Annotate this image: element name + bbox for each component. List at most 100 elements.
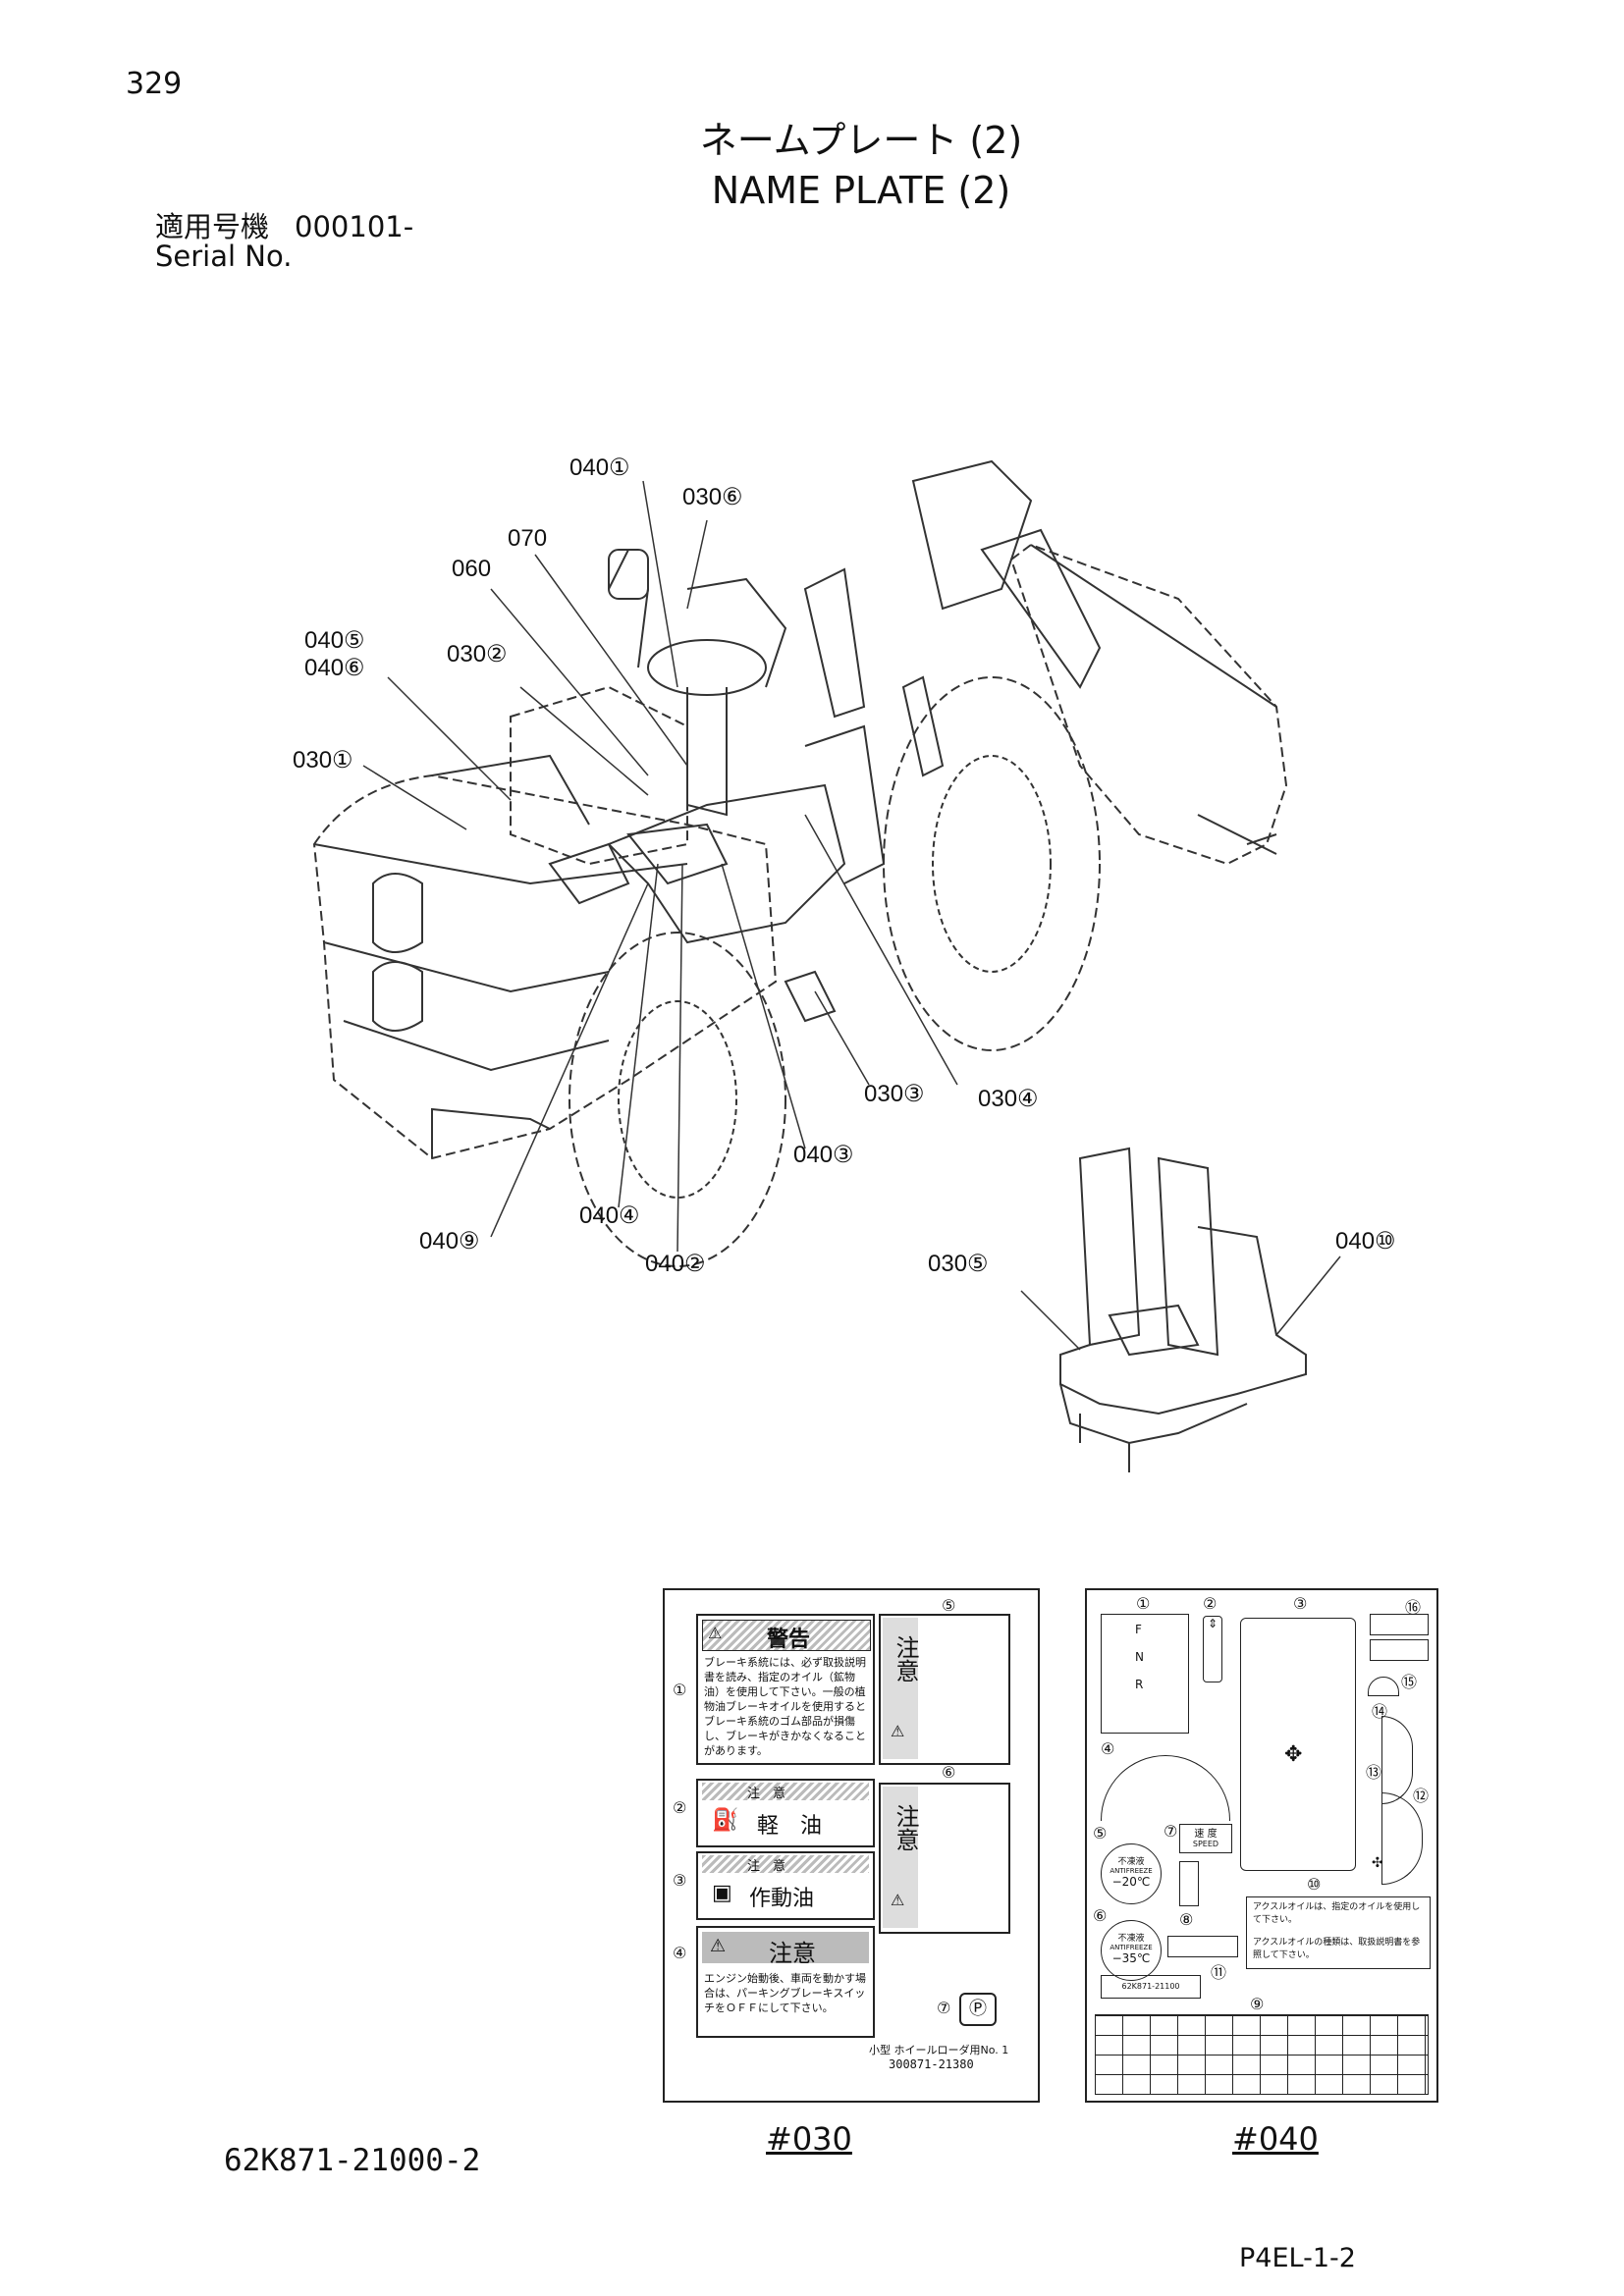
arc-decal-12 <box>1381 1792 1423 1885</box>
callout-030-3: 030③ <box>864 1081 925 1107</box>
caution-vertical-5: 注意 <box>892 1635 919 1682</box>
front-wheel <box>568 932 786 1267</box>
hydraulic-oil-label: 作動油 <box>749 1887 815 1911</box>
callout-060: 060 <box>452 556 492 582</box>
antifreeze-35-decal: 不凍液 ANTIFREEZE −35℃ <box>1101 1920 1162 1981</box>
loader-bucket <box>911 459 1288 866</box>
maintenance-table <box>1095 2014 1429 2095</box>
parking-brake-decal: ⚠ 注意 エンジン始動後、車両を動かす場合は、パーキングブレーキスイッチをＯＦＦ… <box>696 1926 875 2038</box>
maker-line: 小型 ホイールローダ用No. 1 <box>869 2044 1009 2056</box>
switch-decal-16b <box>1370 1639 1429 1661</box>
joystick-decal: ✥ <box>1240 1618 1356 1871</box>
hydraulic-oil-decal: 注 意 ▣ 作動油 <box>696 1851 875 1920</box>
throttle-gauge-decal <box>1101 1755 1230 1821</box>
num-040-1: ① <box>1136 1594 1151 1613</box>
fuel-caution-label: 注 意 <box>747 1787 786 1801</box>
callout-030-2: 030② <box>447 641 508 667</box>
num-030-2: ② <box>673 1798 687 1817</box>
num-040-5: ⑤ <box>1093 1824 1108 1842</box>
caution-decal-5: 注意 ⚠ <box>879 1614 1010 1765</box>
gear-f: F <box>1135 1623 1142 1636</box>
callout-030-6: 030⑥ <box>682 484 743 510</box>
antifreeze-en-1: ANTIFREEZE <box>1110 1867 1153 1875</box>
part-number-040: 62K871-21100 <box>1101 1975 1201 1999</box>
lever-arrows-icon: ⇕ <box>1203 1616 1222 1682</box>
num-030-1: ① <box>673 1681 687 1699</box>
callout-070: 070 <box>508 525 548 552</box>
antifreeze-20-decal: 不凍液 ANTIFREEZE −20℃ <box>1101 1843 1162 1904</box>
operator-station <box>548 549 945 1023</box>
antifreeze-temp-2: −35℃ <box>1111 1951 1151 1965</box>
speed-en: SPEED <box>1192 1840 1219 1848</box>
axle-text-2: アクスルオイルの種類は、取扱説明書を参照して下さい。 <box>1253 1938 1421 1960</box>
num-040-9: ⑨ <box>1250 1995 1265 2013</box>
fuel-decal: 注 意 ⛽ 軽 油 <box>696 1779 875 1847</box>
warning-decal: ⚠ 警告 ブレーキ系統には、必ず取扱説明書を読み、指定のオイル（鉱物油）を使用し… <box>696 1614 875 1765</box>
callout-040-10: 040⑩ <box>1335 1228 1396 1255</box>
gear-n: N <box>1135 1650 1144 1664</box>
antifreeze-ja-2: 不凍液 <box>1117 1934 1145 1944</box>
hydraulic-caution-label: 注 意 <box>747 1859 786 1874</box>
num-040-13: ⑬ <box>1366 1763 1382 1782</box>
parking-brake-icon: Ⓟ <box>959 1993 997 2026</box>
callout-040-6: 040⑥ <box>304 655 365 681</box>
serial-label-ja: 適用号機 <box>155 210 270 243</box>
num-040-4: ④ <box>1101 1739 1115 1758</box>
warning-triangle-icon: ⚠ <box>708 1624 723 1642</box>
fuel-label: 軽 油 <box>757 1814 823 1839</box>
switch-decal-8 <box>1179 1861 1199 1906</box>
num-040-2: ② <box>1203 1594 1218 1613</box>
num-040-11: ⑪ <box>1211 1963 1227 1982</box>
antifreeze-en-2: ANTIFREEZE <box>1110 1944 1153 1951</box>
axle-text-1: アクスルオイルは、指定のオイルを使用して下さい。 <box>1253 1902 1421 1925</box>
warning-triangle-icon: ⚠ <box>891 1722 905 1740</box>
page-number: 329 <box>126 67 183 101</box>
arc-decal-13 <box>1381 1716 1413 1804</box>
callout-030-4: 030④ <box>978 1086 1039 1112</box>
callout-040-3: 040③ <box>793 1142 854 1168</box>
callout-030-5: 030⑤ <box>928 1251 989 1277</box>
part-number-030: 300871-21380 <box>889 2057 974 2071</box>
fan-icon: ✣ <box>1372 1855 1383 1871</box>
callout-040-1: 040① <box>569 454 630 481</box>
leader-lines <box>362 480 1341 1351</box>
num-040-12: ⑫ <box>1413 1787 1430 1805</box>
num-040-10: ⑩ <box>1307 1875 1322 1894</box>
callout-040-2: 040② <box>645 1251 706 1277</box>
caution-vertical-6: 注意 <box>892 1804 919 1851</box>
decal-sheet-030: ⑤ ⚠ 警告 ブレーキ系統には、必ず取扱説明書を読み、指定のオイル（鉱物油）を使… <box>663 1588 1040 2103</box>
axle-oil-decal: アクスルオイルは、指定のオイルを使用して下さい。 アクスルオイルの種類は、取扱説… <box>1246 1896 1431 1969</box>
switch-decal-11 <box>1167 1936 1238 1957</box>
gear-r: R <box>1135 1678 1144 1691</box>
warning-triangle-icon: ⚠ <box>710 1936 727 1956</box>
callout-030-1: 030① <box>293 747 353 774</box>
num-040-3: ③ <box>1293 1594 1308 1613</box>
warning-title: 警告 <box>767 1628 811 1652</box>
caution-decal-6: 注意 ⚠ <box>879 1783 1010 1934</box>
loader-body <box>312 685 886 1160</box>
callout-040-9: 040⑨ <box>419 1228 480 1255</box>
serial-line: 適用号機 000101- <box>155 204 413 245</box>
decal-sheet-040: ① ② ③ ⑯ F N R ⇕ ✥ ④ ⑦ 速 度 SPEED ⑤ 不凍液 AN… <box>1085 1588 1438 2103</box>
antifreeze-ja-1: 不凍液 <box>1117 1857 1145 1867</box>
speed-ja: 速 度 <box>1194 1829 1218 1840</box>
antifreeze-temp-1: −20℃ <box>1111 1875 1151 1889</box>
document-number: 62K871-21000-2 <box>224 2143 481 2178</box>
panel-040-label: #040 <box>1232 2120 1319 2158</box>
serial-value: 000101- <box>295 210 414 243</box>
page-title-en: NAME PLATE (2) <box>711 169 1011 212</box>
page-code: P4EL-1-2 <box>1239 2243 1356 2273</box>
hydraulic-tank-icon: ▣ <box>712 1881 732 1905</box>
panel-030-label: #030 <box>766 2120 852 2158</box>
num-040-8: ⑧ <box>1179 1910 1194 1929</box>
caution-big-label: 注意 <box>769 1940 816 1967</box>
num-040-7: ⑦ <box>1164 1822 1178 1841</box>
num-030-5: ⑤ <box>942 1596 956 1615</box>
speed-decal: 速 度 SPEED <box>1179 1824 1232 1853</box>
gear-shift-decal: F N R <box>1101 1614 1189 1734</box>
four-way-arrows-icon: ✥ <box>1284 1742 1303 1767</box>
num-030-4: ④ <box>673 1944 687 1962</box>
page-title-ja: ネームプレート (2) <box>699 119 1023 162</box>
num-030-3: ③ <box>673 1871 687 1890</box>
